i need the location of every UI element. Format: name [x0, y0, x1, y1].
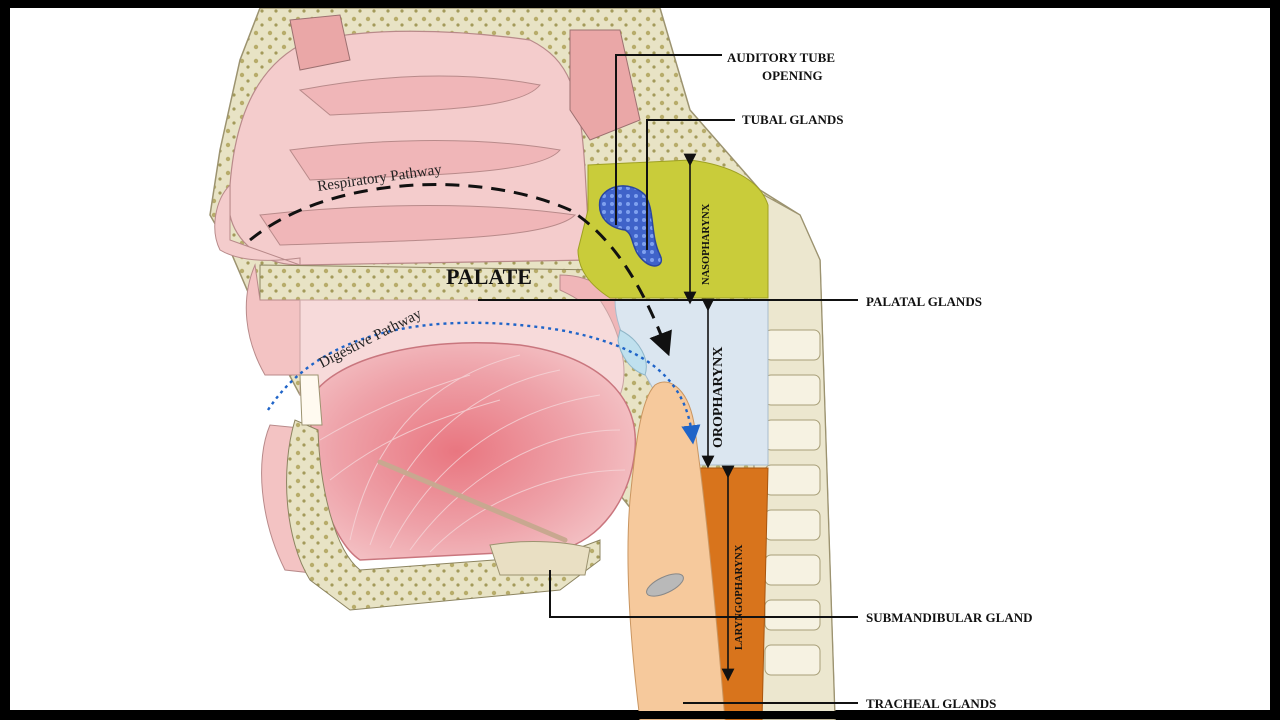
auditory-tube-pointer: [615, 54, 722, 225]
frontal-sinus: [289, 14, 351, 71]
laryngopharynx-label: LARYNGOPHARYNX: [734, 544, 745, 650]
submandibular-gland-region: [489, 541, 591, 576]
nasopharynx-label: NASOPHARYNX: [701, 203, 712, 285]
auditory-tube-label-line1: AUDITORY TUBE: [727, 50, 835, 65]
tubal-glands-pointer: [646, 119, 735, 250]
nasal-concha-lower: [259, 205, 577, 246]
digestive-pathway-arrow: [266, 321, 701, 445]
styloglossus-line: [377, 459, 568, 543]
auditory-tube-label-line2: OPENING: [762, 68, 823, 83]
tubal-glands-label: TUBAL GLANDS: [742, 112, 844, 127]
palatine-tonsil-area: [617, 329, 647, 376]
tubal-glands: [598, 185, 662, 267]
respiratory-pathway-arrow: [249, 183, 672, 357]
oropharynx-label: OROPHARYNX: [711, 347, 726, 448]
nasopharynx-region: [577, 159, 769, 299]
tongue: [309, 342, 636, 561]
teeth: [299, 374, 323, 426]
hard-palate: [259, 264, 611, 301]
pointer-lines: [478, 54, 858, 704]
pharynx-dimension-arrows: [683, 153, 735, 682]
tracheal-glands-label: TRACHEAL GLANDS: [866, 696, 996, 711]
tongue-muscle-fibers: [319, 354, 626, 553]
vocal-fold: [646, 573, 684, 597]
palatal-glands-label: PALATAL GLANDS: [866, 294, 982, 309]
nasal-concha-middle: [289, 140, 561, 181]
nose: [214, 183, 301, 266]
nasal-concha-upper: [298, 75, 541, 116]
palate-label: PALATE: [446, 264, 532, 289]
vertebral-bodies: [764, 329, 821, 676]
submandibular-pointer: [549, 570, 858, 618]
submandibular-gland-label: SUBMANDIBULAR GLAND: [866, 610, 1033, 625]
